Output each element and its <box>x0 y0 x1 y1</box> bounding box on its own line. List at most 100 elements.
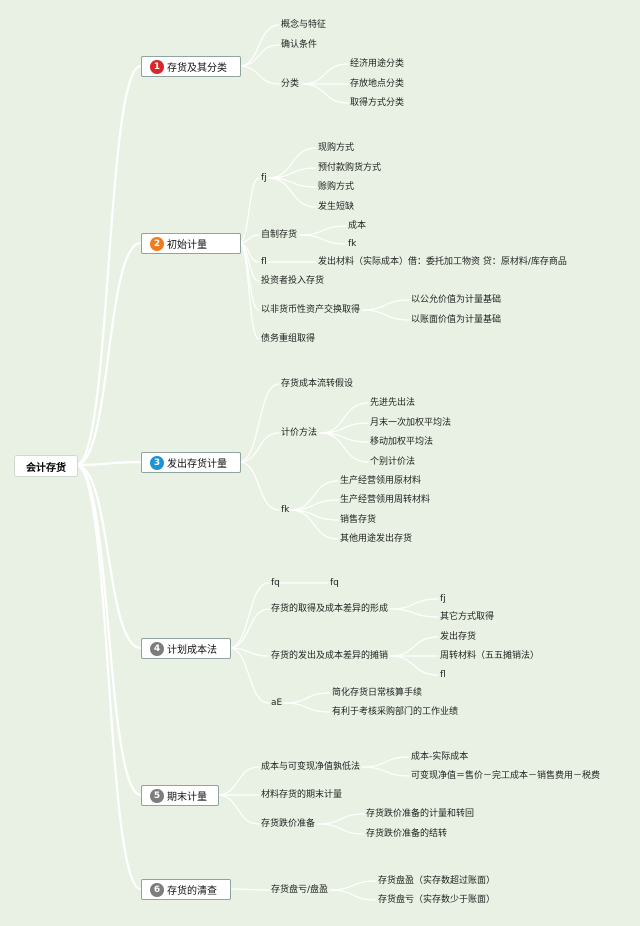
connector-line <box>228 888 270 891</box>
connector-line <box>283 692 331 704</box>
connector-line <box>74 460 143 467</box>
connector-line <box>74 241 143 467</box>
connector-line <box>329 889 377 901</box>
node-lower[interactable]: 成本与可变现净值孰低法 <box>261 762 361 772</box>
node-classify-item[interactable]: 取得方式分类 <box>350 98 405 108</box>
node-material[interactable]: 材料存货的期末计量 <box>261 790 343 800</box>
connector-line <box>238 242 260 340</box>
badge-1: 1 <box>150 59 164 74</box>
node-fq[interactable]: fq <box>271 578 280 588</box>
node-pricing[interactable]: 计价方法 <box>281 428 318 438</box>
connector-line <box>74 64 143 467</box>
node-issue-item[interactable]: 周转材料（五五摊销法） <box>440 651 540 661</box>
node-lower-item[interactable]: 可变现净值＝售价－完工成本－销售费用－税费 <box>411 771 601 781</box>
connector-line <box>289 499 339 511</box>
node-debt[interactable]: 债务重组取得 <box>261 334 316 344</box>
node-fk-item[interactable]: 销售存货 <box>340 515 377 525</box>
node-fj-item[interactable]: 现购方式 <box>318 143 355 153</box>
node-reserve[interactable]: 存货跌价准备 <box>261 819 316 829</box>
connector-line <box>228 647 270 704</box>
connector-line <box>238 177 260 244</box>
node-confirm[interactable]: 确认条件 <box>281 40 318 50</box>
connector-line <box>216 794 260 825</box>
branch-1-label: 存货及其分类 <box>167 63 227 74</box>
connector-line <box>289 509 339 540</box>
node-fl[interactable]: fl <box>261 257 267 267</box>
node-reserve-item[interactable]: 存货跌价准备的结转 <box>366 829 448 839</box>
connector-line <box>238 44 280 67</box>
connector-line <box>238 383 280 463</box>
node-fk-item[interactable]: 生产经营领用原材料 <box>340 476 422 486</box>
connector-line <box>361 309 410 321</box>
badge-4: 4 <box>150 641 164 656</box>
node-nonmonetary[interactable]: 以非货币性资产交换取得 <box>261 305 361 315</box>
node-fj-item[interactable]: 预付款购货方式 <box>318 163 382 173</box>
node-assumption[interactable]: 存货成本流转假设 <box>281 379 354 389</box>
node-fj-item[interactable]: 发生短缺 <box>318 202 355 212</box>
node-self-item[interactable]: 成本 <box>348 221 367 231</box>
connector-line <box>317 813 365 825</box>
node-fk[interactable]: fk <box>281 505 290 515</box>
node-self-made[interactable]: 自制存货 <box>261 230 298 240</box>
node-acquire[interactable]: 存货的取得及成本差异的形成 <box>271 604 389 614</box>
node-classify[interactable]: 分类 <box>281 79 300 89</box>
connector-line <box>289 509 339 521</box>
node-ae-item[interactable]: 简化存货日常核算手续 <box>332 688 423 698</box>
node-issue[interactable]: 存货的发出及成本差异的摊销 <box>271 651 389 661</box>
node-pricing-item[interactable]: 个别计价法 <box>370 457 416 467</box>
connector-line <box>283 702 331 713</box>
connector-line <box>238 461 280 511</box>
node-pricing-item[interactable]: 先进先出法 <box>370 398 416 408</box>
node-lower-item[interactable]: 成本-实际成本 <box>411 752 469 762</box>
node-fq-item[interactable]: fq <box>330 578 339 588</box>
node-fk-item[interactable]: 生产经营领用周转材料 <box>340 495 431 505</box>
connector-line <box>301 83 349 104</box>
connector-line <box>74 463 143 650</box>
connector-line <box>319 432 369 463</box>
node-classify-item[interactable]: 存放地点分类 <box>350 79 405 89</box>
node-nonmonetary-item[interactable]: 以账面价值为计量基础 <box>411 315 502 325</box>
node-fj[interactable]: fj <box>261 173 267 183</box>
connector-line <box>267 177 317 208</box>
connector-line <box>361 299 410 311</box>
branch-5-label: 期末计量 <box>167 792 207 803</box>
node-reserve-item[interactable]: 存货跌价准备的计量和转回 <box>366 809 475 819</box>
node-nonmonetary-item[interactable]: 以公允价值为计量基础 <box>411 295 502 305</box>
node-pricing-item[interactable]: 月末一次加权平均法 <box>370 418 452 428</box>
connector-line <box>301 63 349 85</box>
node-fj-item[interactable]: 赊购方式 <box>318 182 355 192</box>
node-pricing-item[interactable]: 移动加权平均法 <box>370 437 434 447</box>
connector-line <box>299 225 347 236</box>
node-issue-item[interactable]: 发出存货 <box>440 632 477 642</box>
node-inventory-item[interactable]: 存货盘亏（实存数少于账面） <box>378 895 496 905</box>
connector-line <box>299 234 347 245</box>
node-concept[interactable]: 概念与特征 <box>281 20 327 30</box>
node-ae-item[interactable]: 有利于考核采购部门的工作业绩 <box>332 707 459 717</box>
node-inventory-item[interactable]: 存货盘盈（实存数超过账面） <box>378 876 496 886</box>
connector-line <box>74 463 143 797</box>
badge-3: 3 <box>150 455 164 470</box>
node-self-item[interactable]: fk <box>348 239 357 249</box>
node-fl-item[interactable]: 发出材料（实际成本）借：委托加工物资 贷：原材料/库存商品 <box>318 257 567 267</box>
node-acquire-item[interactable]: fj <box>440 594 446 604</box>
node-fk-item[interactable]: 其他用途发出存货 <box>340 534 413 544</box>
root-node[interactable]: 会计存货 <box>14 455 78 477</box>
badge-5: 5 <box>150 788 164 803</box>
node-ae[interactable]: aE <box>271 698 283 708</box>
node-investor[interactable]: 投资者投入存货 <box>261 276 325 286</box>
node-classify-item[interactable]: 经济用途分类 <box>350 59 405 69</box>
connector-line <box>389 598 439 610</box>
node-issue-item[interactable]: fl <box>440 670 446 680</box>
branch-6-label: 存货的清查 <box>167 886 217 897</box>
connector-line <box>389 608 439 618</box>
connector-line <box>238 432 280 463</box>
node-acquire-item[interactable]: 其它方式取得 <box>440 612 495 622</box>
node-inventory[interactable]: 存货盘亏/盘盈 <box>271 885 329 895</box>
